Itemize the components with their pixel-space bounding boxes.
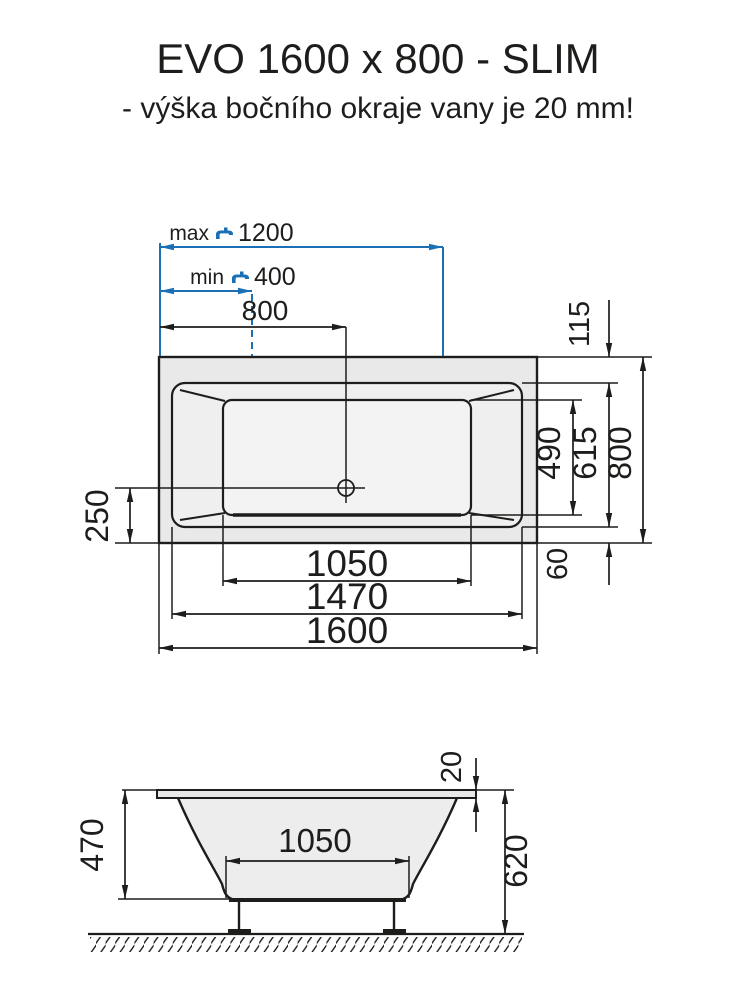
dimension-20: 20 — [436, 751, 514, 832]
side-view: 20 470 1050 620 — [74, 751, 534, 952]
faucet-position-dimensions: max 1200 min 400 — [159, 219, 444, 356]
dim-800-right-label: 800 — [602, 426, 638, 479]
dim-20-label: 20 — [436, 751, 468, 783]
min-label: min — [190, 266, 224, 289]
tub-legs — [237, 902, 396, 929]
faucet-icon — [232, 271, 249, 283]
tub-wall-left — [176, 797, 233, 901]
dim-60-label: 60 — [542, 548, 574, 580]
tub-corner-slopes — [179, 389, 515, 521]
dimension-470: 470 — [74, 789, 230, 900]
dim-620-label: 620 — [498, 834, 534, 887]
dim-490-label: 490 — [531, 426, 567, 479]
tub-foot — [228, 929, 251, 934]
top-view: max 1200 min 400 800 — [79, 219, 652, 654]
dimension-620: 620 — [498, 790, 534, 934]
right-dimensions: 115 490 615 800 60 — [471, 300, 652, 585]
ground — [88, 932, 524, 952]
max-value: 1200 — [238, 219, 294, 247]
page-subtitle: - výška bočního okraje vany je 20 mm! — [122, 92, 634, 125]
dim-250-label: 250 — [79, 489, 115, 542]
faucet-icon — [216, 227, 233, 239]
dim-800-top-label: 800 — [242, 295, 289, 326]
dim-115-label: 115 — [564, 301, 596, 347]
tub-foot — [383, 929, 406, 934]
title-block: EVO 1600 x 800 - SLIM - výška bočního ok… — [122, 35, 634, 125]
max-label: max — [169, 222, 209, 245]
dim-470-label: 470 — [74, 818, 110, 871]
dimension-250-left: 250 — [79, 487, 365, 544]
tub-bottom-flat — [221, 398, 473, 517]
tub-wall-right — [402, 797, 459, 901]
dim-1050-side-label: 1050 — [278, 822, 351, 859]
tub-rim-side — [156, 789, 477, 799]
page-title: EVO 1600 x 800 - SLIM — [156, 35, 600, 82]
ground-hatching — [90, 937, 522, 952]
dimension-1050-side: 1050 — [225, 822, 410, 898]
dim-1470-label: 1470 — [306, 576, 388, 617]
bottom-dimensions: 1050 1470 1600 — [158, 515, 538, 654]
dim-1050-label: 1050 — [306, 543, 388, 584]
dimension-800-top: 800 — [160, 295, 346, 331]
min-value: 400 — [254, 263, 296, 291]
dim-1600-label: 1600 — [306, 610, 388, 651]
tub-bowl — [157, 798, 476, 899]
dim-615-label: 615 — [567, 426, 603, 479]
